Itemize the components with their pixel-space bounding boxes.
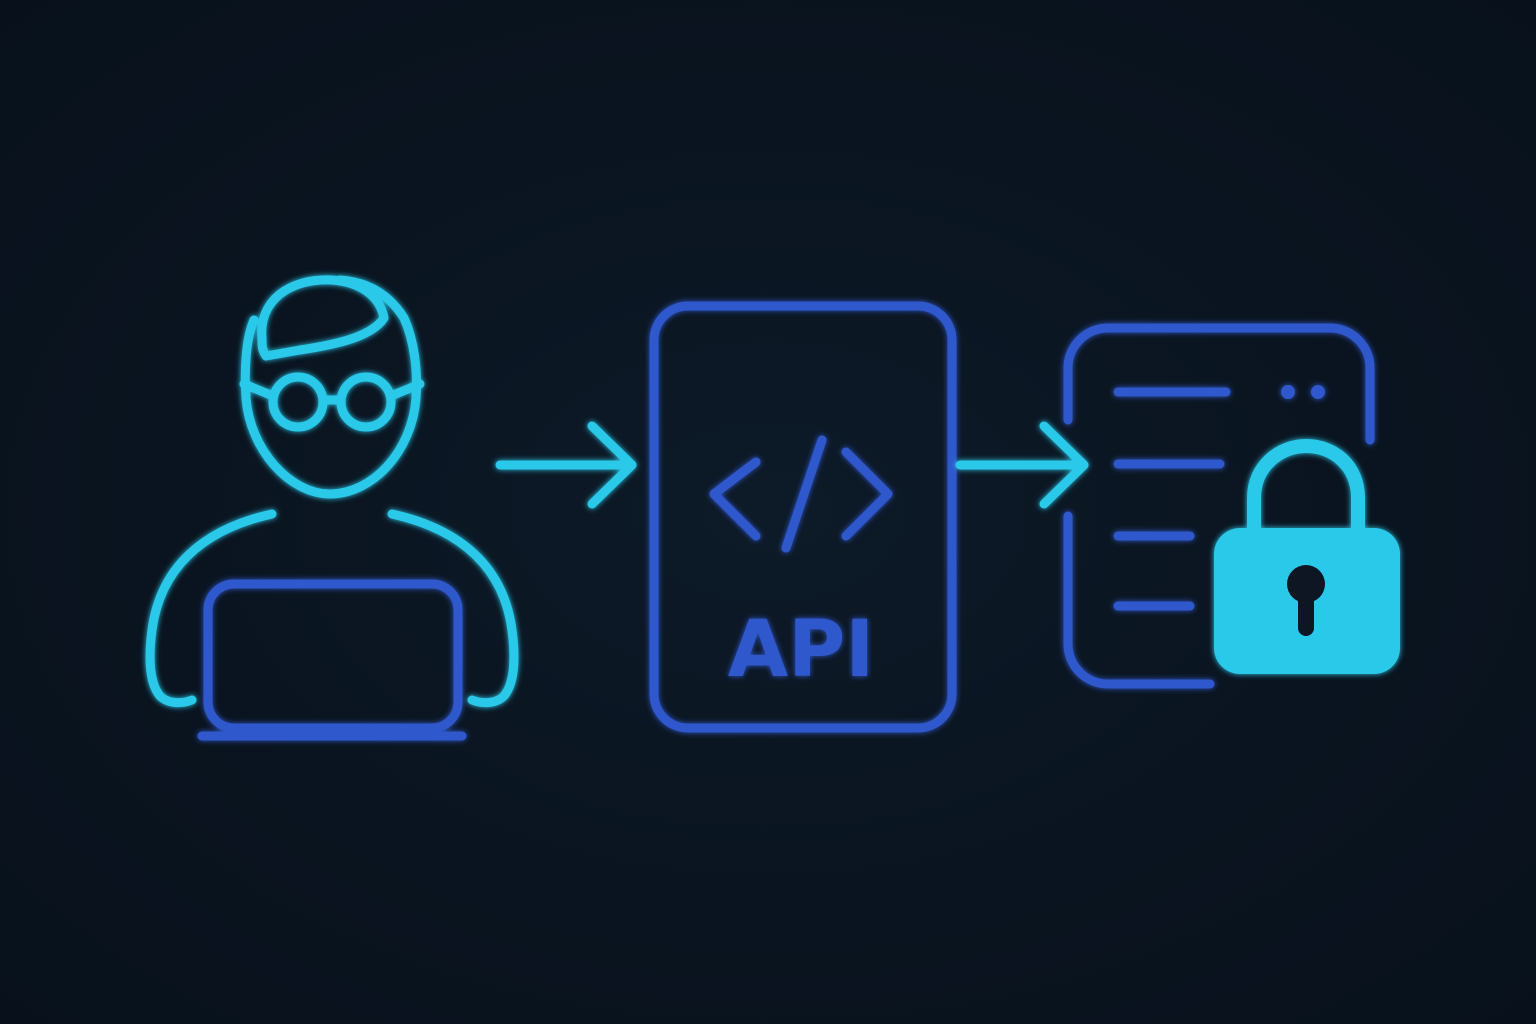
developer-face-outline — [240, 275, 421, 499]
glasses-left-lens-icon — [268, 372, 328, 432]
document-dot-icon — [1311, 385, 1325, 399]
developer-head-icon — [257, 275, 389, 361]
glasses-left-arm-icon — [239, 379, 278, 401]
developer-right-arm-icon — [387, 509, 519, 708]
api-box — [649, 301, 957, 733]
api-label: API — [728, 605, 875, 695]
document-frame-lower-icon — [1063, 511, 1215, 689]
glasses-right-arm-icon — [386, 379, 425, 401]
padlock-shackle-icon — [1247, 439, 1365, 541]
arrow-right-icon — [495, 421, 637, 509]
api-node: API — [649, 301, 957, 733]
arrow-right-icon — [955, 421, 1089, 509]
document-frame-icon — [1063, 323, 1375, 445]
code-brackets-icon — [709, 435, 893, 553]
keyhole-icon — [1287, 565, 1325, 636]
developer-with-laptop-icon — [145, 275, 519, 741]
document-dot-icon — [1281, 385, 1295, 399]
laptop-screen-icon — [203, 579, 463, 733]
developer-left-arm-icon — [145, 509, 277, 708]
glasses-right-lens-icon — [336, 372, 396, 432]
document-with-padlock-icon — [1063, 323, 1400, 689]
